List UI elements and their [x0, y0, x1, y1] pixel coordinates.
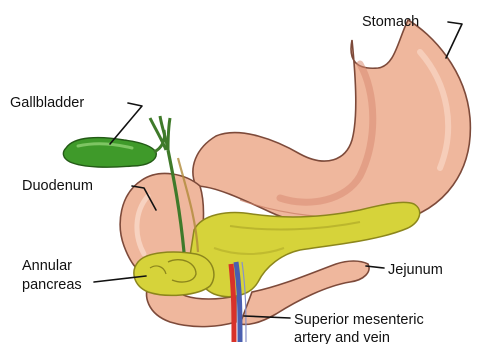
gallbladder-leader: [110, 103, 142, 144]
label-sma-line2: artery and vein: [294, 330, 390, 344]
stomach-leader: [446, 22, 462, 58]
stomach-organ: [193, 20, 470, 227]
label-annular: Annular: [22, 258, 72, 274]
annular-pancreas-ring: [134, 252, 214, 295]
label-sma-line1: Superior mesenteric: [294, 312, 424, 328]
label-duodenum: Duodenum: [22, 178, 93, 194]
label-stomach: Stomach: [362, 14, 419, 30]
label-gallbladder: Gallbladder: [10, 95, 84, 111]
sma-vessels: [231, 262, 246, 342]
label-jejunum: Jejunum: [388, 262, 443, 278]
label-pancreas: pancreas: [22, 277, 82, 293]
